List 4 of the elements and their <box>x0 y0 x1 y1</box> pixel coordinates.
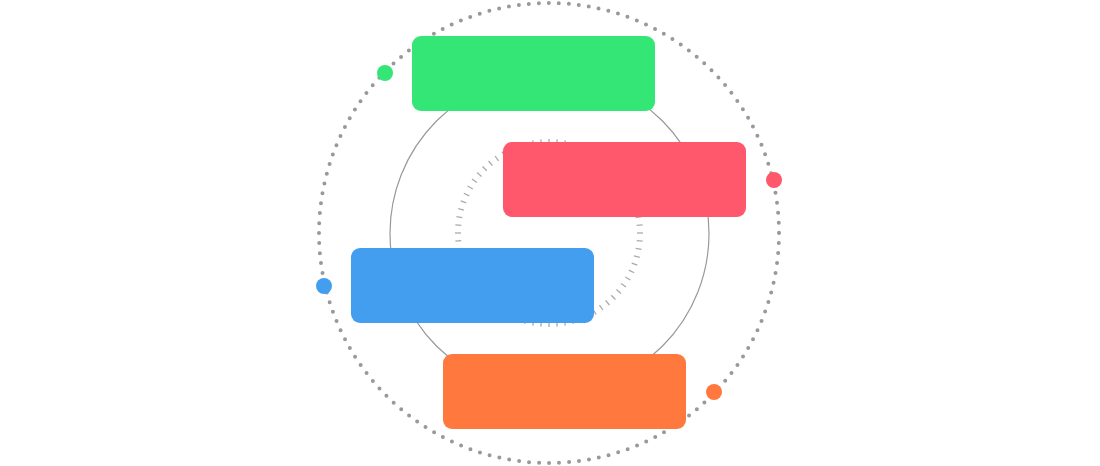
rounded-box <box>351 248 594 323</box>
rounded-box <box>412 36 655 111</box>
rounded-box <box>503 142 746 217</box>
rounded-box <box>443 354 686 429</box>
